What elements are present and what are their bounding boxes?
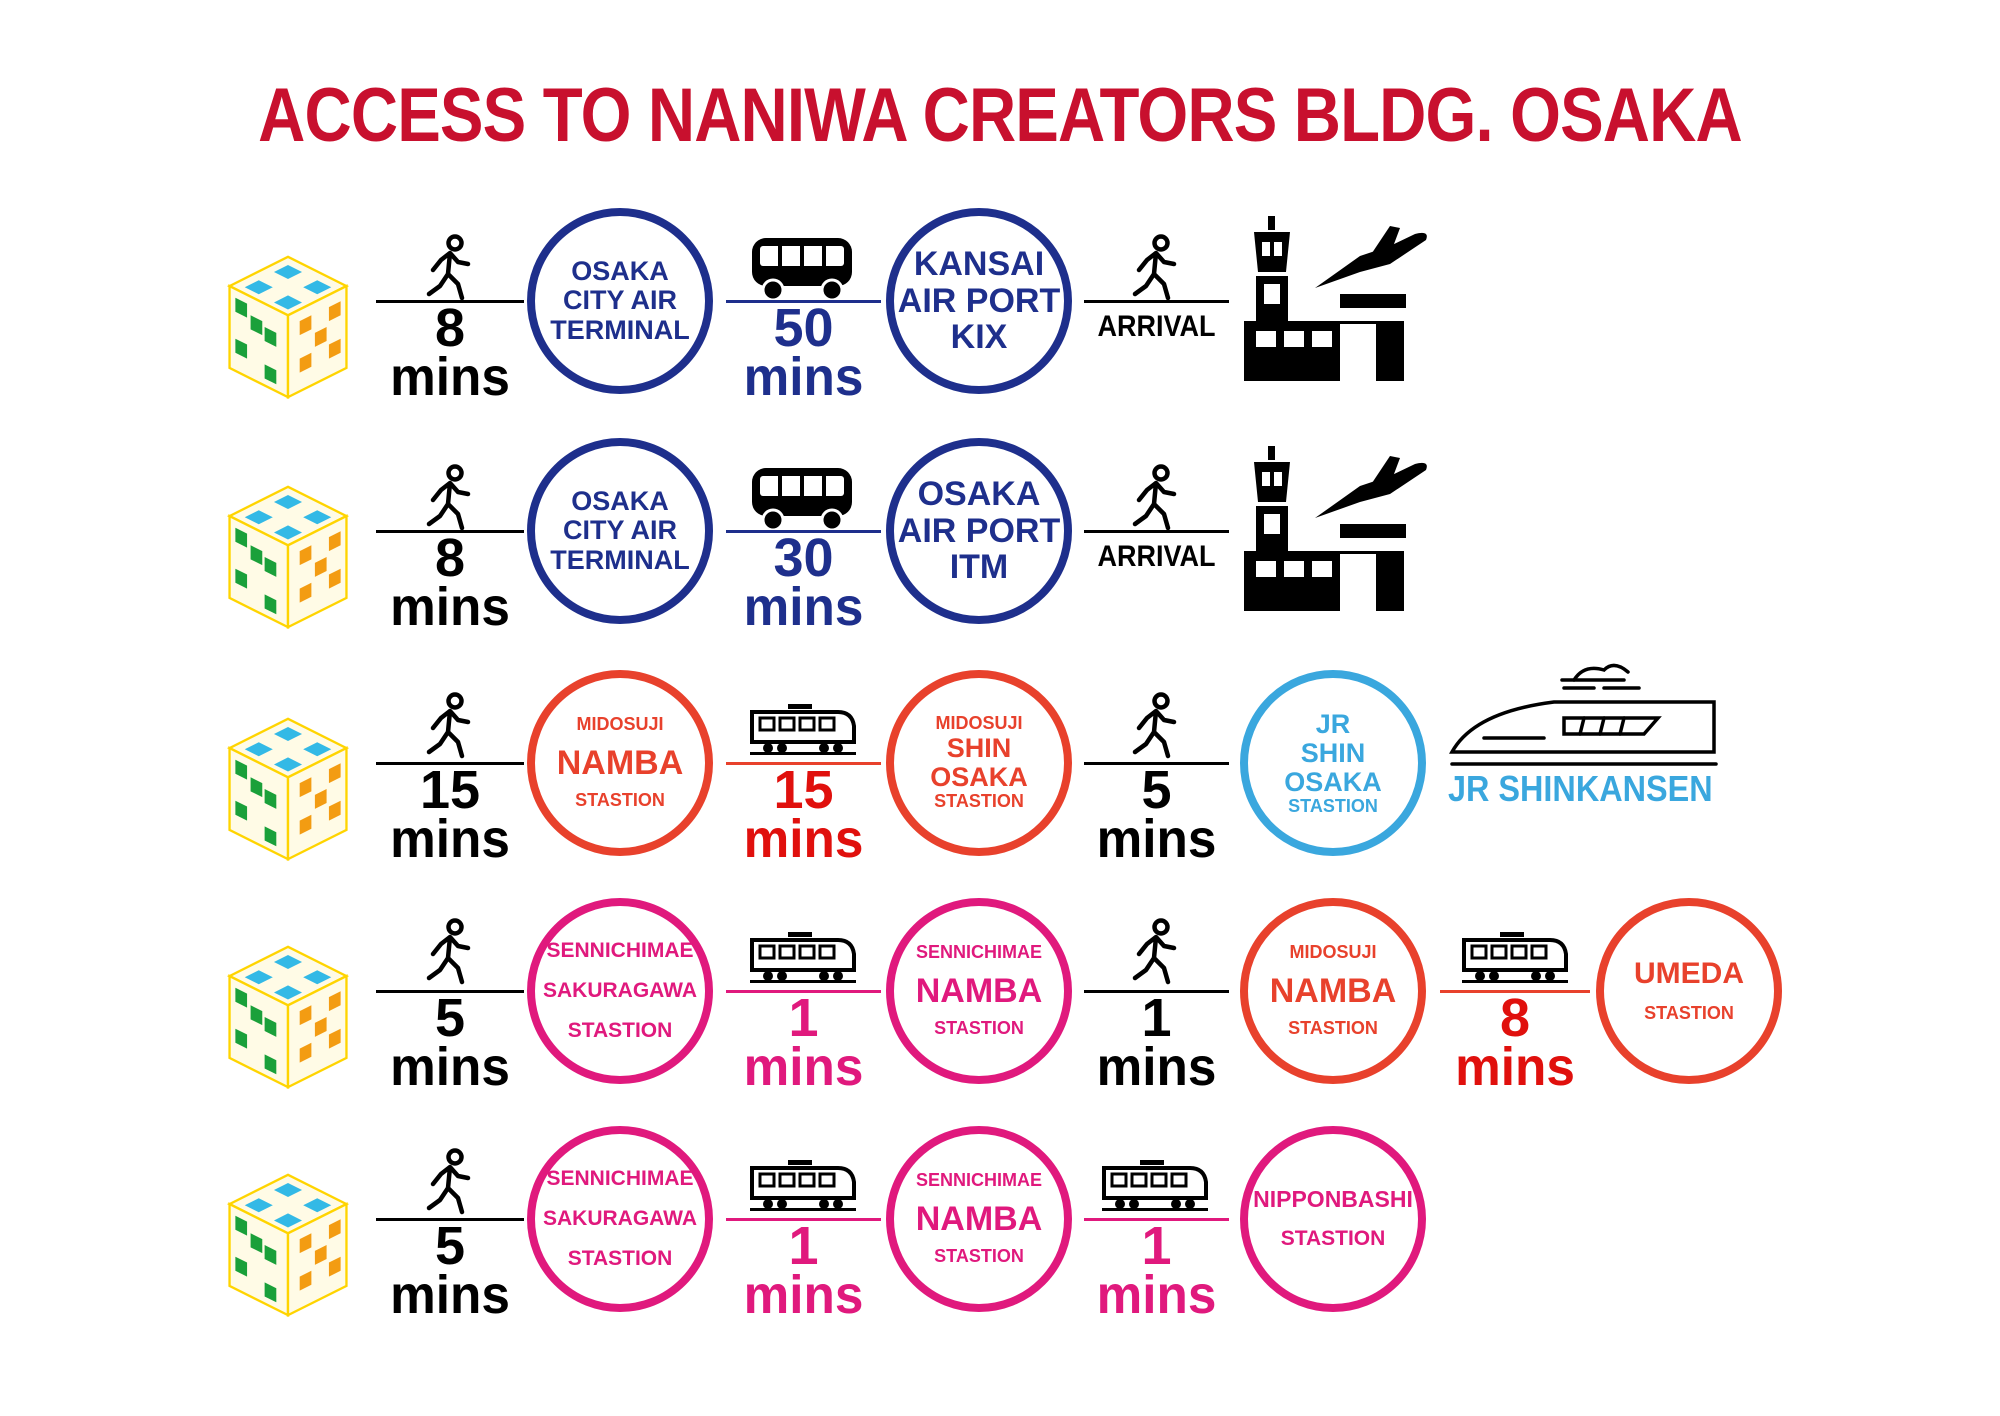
connector-line [1084,530,1229,533]
connector-line [726,762,881,765]
arrival-label: ARRIVAL [1097,310,1216,343]
airport-icon [1240,446,1440,616]
connector-line [726,990,881,993]
shinkansen-label: JR SHINKANSEN [1448,768,1713,809]
walking-person-icon [420,918,480,988]
connector-line [1084,762,1229,765]
arrival-label: ARRIVAL [1097,540,1216,573]
walking-person-icon [1126,464,1186,534]
connector-line [1084,990,1229,993]
connector-line [376,1218,524,1221]
connector-line [376,530,524,533]
connector-line [376,990,524,993]
walking-person-icon [420,1148,480,1218]
train-icon [1460,926,1570,986]
walking-person-icon [420,692,480,762]
connector-line [376,762,524,765]
building-cube-icon [212,1169,364,1321]
page-title: ACCESS TO NANIWA CREATORS BLDG. OSAKA [258,73,1743,158]
connector-line [726,300,881,303]
train-icon [748,926,858,986]
connector-line [1084,300,1229,303]
train-icon [748,698,858,758]
walking-person-icon [1126,692,1186,762]
building-cube-icon [212,713,364,865]
connector-line [1084,1218,1229,1221]
connector-line [376,300,524,303]
train-icon [748,1154,858,1214]
connector-line [726,1218,881,1221]
walking-person-icon [1126,918,1186,988]
bus-icon [748,464,858,534]
building-cube-icon [212,251,364,403]
building-cube-icon [212,481,364,633]
connector-line [726,530,881,533]
train-icon [1100,1154,1210,1214]
connector-line [1440,990,1590,993]
airport-icon [1240,216,1440,386]
bus-icon [748,234,858,304]
walking-person-icon [420,464,480,534]
walking-person-icon [420,234,480,304]
walking-person-icon [1126,234,1186,304]
building-cube-icon [212,941,364,1093]
